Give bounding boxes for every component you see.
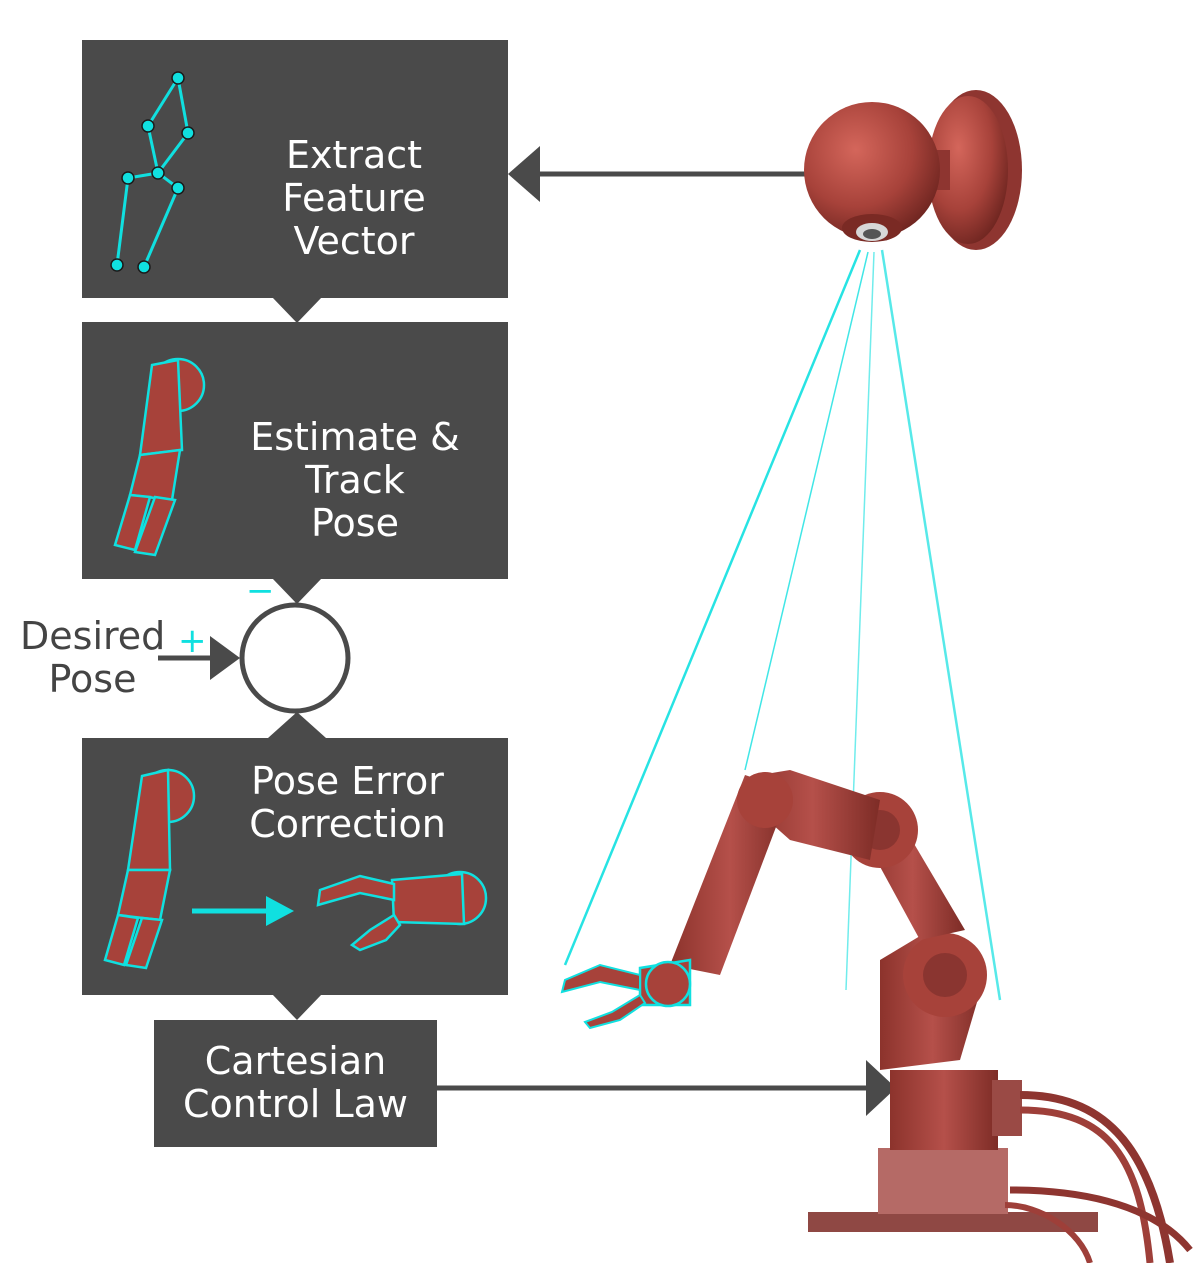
robot-gripper-icon-before: [103, 768, 196, 970]
correction-arrow: [192, 896, 294, 926]
robot-gripper-icon: [113, 357, 206, 557]
cartesian-control-label: Cartesian Control Law: [183, 1039, 408, 1126]
overhead-camera-icon: [804, 90, 1022, 250]
desired-pose-label: Desired Pose: [20, 614, 166, 701]
box-cartesian-control: [154, 1020, 437, 1147]
camera-beams: [563, 249, 1002, 1001]
pose-error-label: Pose Error Correction: [249, 759, 446, 846]
plus-sign: +: [178, 621, 207, 661]
extract-feature-label: Extract Feature Vector: [282, 133, 426, 263]
robot-gripper-icon-after: [316, 870, 488, 952]
minus-sign: −: [246, 571, 275, 611]
control-output-arrow: [437, 1060, 896, 1116]
camera-feed-arrow: [508, 146, 810, 202]
summing-junction: [239, 602, 351, 714]
robot-arm-icon: [560, 770, 1193, 1263]
skeleton-keypoints-icon: [110, 71, 195, 274]
estimate-track-label: Estimate & Track Pose: [250, 415, 460, 545]
desired-pose-arrow: [158, 636, 240, 680]
